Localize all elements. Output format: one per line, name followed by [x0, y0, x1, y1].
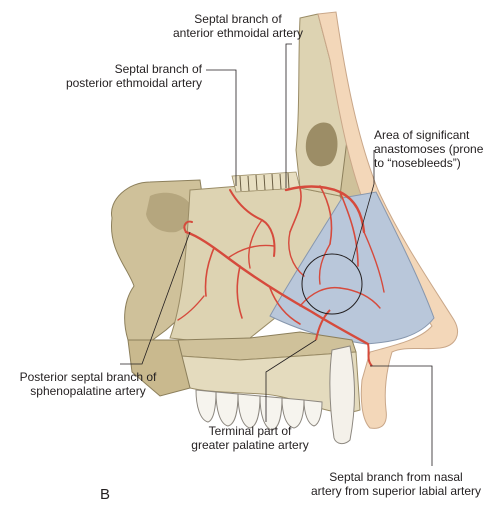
posterior-ethmoidal-artery — [229, 189, 276, 269]
label-anterior-ethmoidal: Septal branch of anterior ethmoidal arte… — [172, 12, 304, 40]
label-greater-palatine: Terminal part of greater palatine artery — [191, 424, 309, 452]
label-posterior-ethmoidal: Septal branch of posterior ethmoidal art… — [65, 62, 202, 90]
incisor-tooth — [329, 345, 355, 445]
sphenoid-sinus — [146, 192, 192, 233]
superior-labial-artery — [367, 343, 373, 367]
label-anastomoses: Area of significant anastomoses (prone t… — [374, 128, 484, 170]
label-superior-labial: Septal branch from nasal artery from sup… — [310, 470, 482, 498]
soft-palate-region — [127, 339, 191, 397]
anastomoses-area-circle — [301, 253, 363, 315]
leader-lines — [120, 43, 433, 466]
teeth-row — [195, 389, 323, 431]
frontal-sinus — [305, 122, 338, 167]
anterior-ethmoidal-artery — [284, 185, 385, 293]
sphenopalatine-artery — [177, 220, 381, 346]
label-sphenopalatine: Posterior septal branch of sphenopalatin… — [19, 370, 157, 398]
greater-palatine-artery — [315, 309, 331, 341]
panel-letter: B — [100, 486, 111, 503]
